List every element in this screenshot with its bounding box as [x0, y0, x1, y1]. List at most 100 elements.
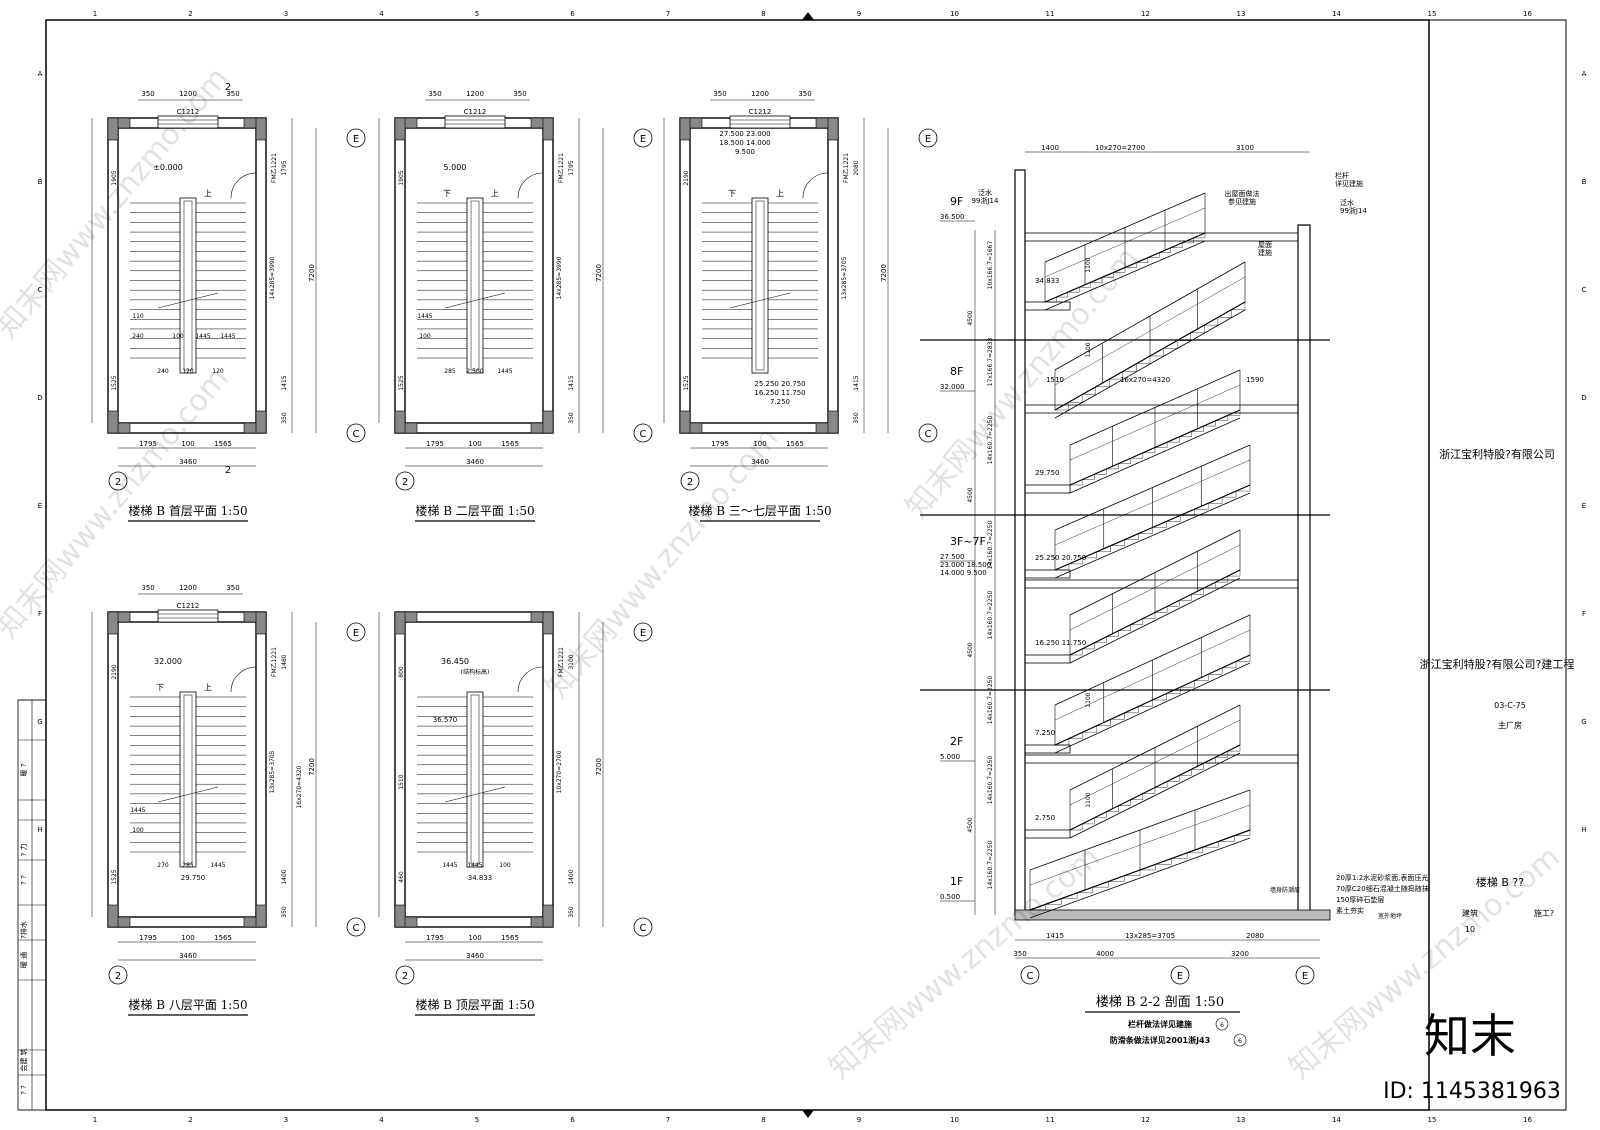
landing-level: 25.250 20.750: [1035, 554, 1086, 562]
vertical-dim: 4500: [967, 487, 974, 502]
ref-circle-label: 6: [1220, 1022, 1224, 1029]
total-dim: 7200: [308, 758, 316, 776]
wall-hatch: [107, 410, 119, 434]
window: [157, 609, 219, 623]
left-dim: 1525: [111, 869, 118, 884]
stair-step: [1191, 763, 1204, 770]
small-dim: 1445: [220, 333, 235, 340]
section-bottom-dim-2: 4000: [1096, 950, 1114, 958]
stair-step: [1167, 775, 1180, 782]
stair-step: [1218, 835, 1235, 842]
stair-step: [1166, 687, 1181, 694]
axis-bubble-top: [633, 622, 653, 642]
grid-number-top: 6: [570, 10, 575, 18]
level-text: 32.000: [154, 657, 182, 666]
bottom-dim: 100: [468, 934, 481, 942]
run-dim: 14x285=3990: [269, 256, 276, 299]
vertical-dim: 14x160.7=2250: [987, 590, 994, 639]
stair-flight-soffit: [1069, 577, 1241, 664]
level-text: 36.450: [441, 657, 469, 666]
left-dim: 1905: [398, 170, 405, 185]
left-dim: 1525: [398, 375, 405, 390]
grid-number-bottom: 15: [1428, 1116, 1437, 1124]
plan-title: 楼梯 B 首层平面 1:50: [128, 503, 247, 518]
roof-note-2: 屋面建施: [1258, 241, 1272, 257]
grid-number-bottom: 3: [284, 1116, 288, 1124]
small-dim: 2.500: [466, 368, 483, 375]
wall-hatch: [542, 904, 554, 928]
stair-step: [1140, 864, 1156, 871]
right-dim: 3100: [568, 654, 575, 669]
up-label: 上: [204, 683, 212, 692]
right-dim: 350: [281, 906, 288, 918]
stair-step: [1155, 606, 1168, 613]
floor-level: 36.500: [940, 213, 965, 221]
stair-step: [1096, 545, 1111, 552]
bottom-dim: 100: [181, 440, 194, 448]
section-axis-label: C: [1027, 971, 1034, 982]
wall-hatch: [255, 904, 267, 928]
door-swing: [802, 172, 829, 199]
landing-left: [1024, 829, 1071, 839]
stair-step: [1227, 570, 1241, 577]
section-left-wall: [1014, 169, 1026, 916]
discipline: 建筑: [1462, 908, 1478, 918]
stair-step: [1068, 732, 1084, 739]
axis-bubble-top: [633, 128, 653, 148]
grid-letter-left: H: [37, 826, 42, 834]
break-line: [157, 292, 219, 309]
plan-outer-wall: [394, 611, 554, 928]
vertical-dim: 14x160.7=2250: [987, 840, 994, 889]
axis-label-bottom: C: [640, 923, 647, 934]
axis-bubble-bottom: [633, 917, 653, 937]
bottom-dim: 100: [468, 440, 481, 448]
stair-step: [1092, 881, 1109, 888]
grid-number-top: 12: [1141, 10, 1150, 18]
grid-number-top: 1: [93, 10, 97, 18]
floor-slab: [1024, 579, 1299, 589]
text-line: 99浙J14: [1340, 206, 1367, 215]
stair-step: [1067, 287, 1080, 293]
wall-hatch: [679, 410, 691, 434]
door-swing: [230, 172, 257, 199]
wall-hatch: [542, 611, 554, 635]
landing-left: [1024, 569, 1071, 579]
section-top-dim: 10x270=2700: [1095, 144, 1145, 152]
plan-inner-wall: [404, 621, 544, 918]
stair-step: [1090, 277, 1103, 283]
grid-letter-left: C: [38, 286, 43, 294]
stair-step: [1094, 468, 1107, 475]
stair-step: [1159, 247, 1171, 253]
right-dim: 350: [568, 412, 575, 424]
center-mark-bottom: [802, 1110, 814, 1118]
landing-level: 7.250: [1035, 729, 1055, 737]
grid-number-bottom: 12: [1141, 1116, 1150, 1124]
stair-step: [1222, 491, 1237, 498]
window-label: C1212: [749, 108, 772, 116]
sheet-number: 10: [1465, 925, 1475, 934]
stair-step: [1055, 402, 1069, 411]
stair-step: [1203, 420, 1216, 427]
small-dim: 240: [132, 333, 144, 340]
stair-flight-soffit: [1054, 662, 1251, 754]
text-line: 14.000 9.500: [940, 569, 987, 577]
stair-step: [1167, 436, 1180, 443]
wall-hatch: [107, 611, 119, 635]
level-bottom: 34.833: [468, 874, 493, 882]
grid-number-top: 9: [857, 10, 861, 18]
stair-step: [1124, 870, 1141, 876]
stair-step: [1122, 363, 1137, 372]
right-dim: 1415: [568, 375, 575, 390]
break-line: [444, 292, 506, 309]
stair-step: [1142, 787, 1156, 794]
stair-step: [1202, 841, 1219, 848]
stair-step: [1142, 447, 1156, 454]
break-line: [729, 292, 791, 309]
stair-step: [1222, 661, 1237, 669]
grid-letter-left: E: [38, 502, 42, 510]
window-label: C1212: [464, 108, 487, 116]
